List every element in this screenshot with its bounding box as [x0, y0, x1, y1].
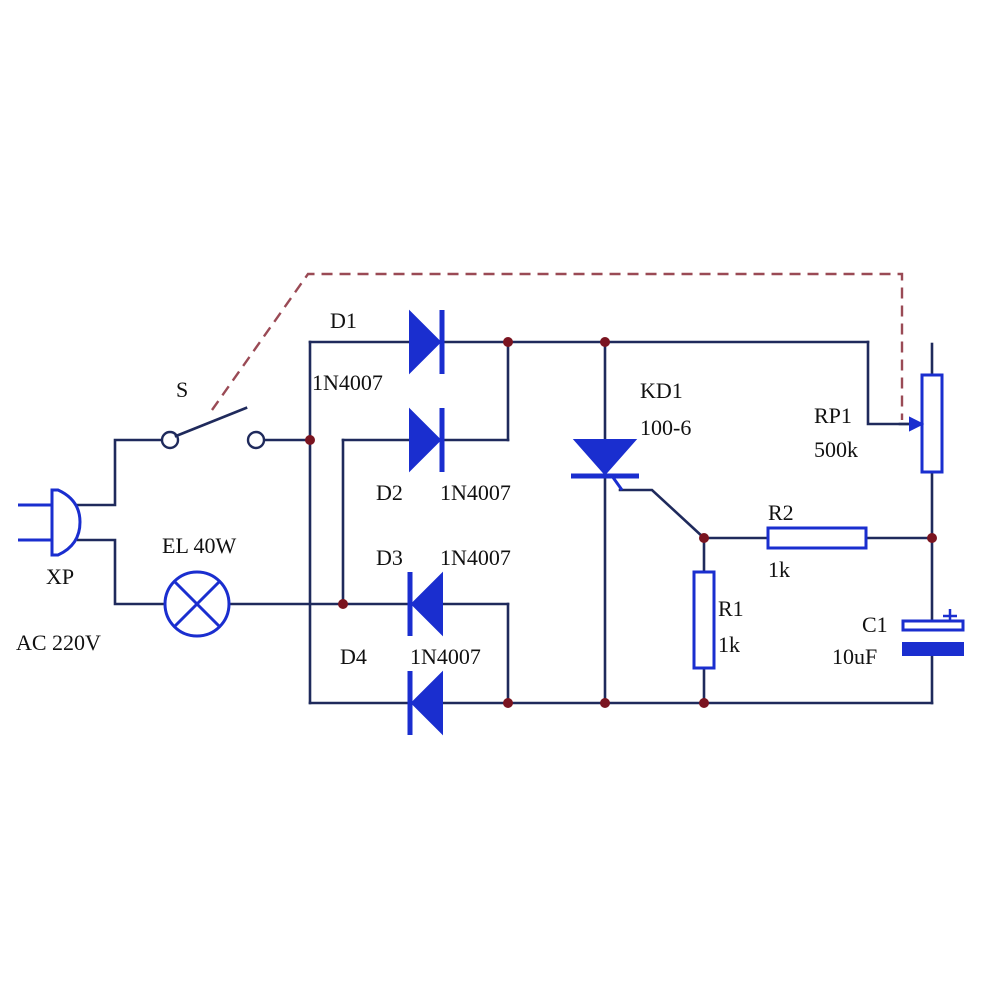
wires	[76, 340, 934, 705]
diode-d2	[409, 407, 445, 473]
junctions	[305, 337, 937, 708]
diode-d4	[407, 670, 443, 736]
r1-ref: R1	[718, 596, 744, 621]
thyristor-kd1	[571, 439, 639, 491]
lamp-label: EL 40W	[162, 533, 237, 558]
d4-part: 1N4007	[410, 644, 481, 669]
d4-ref: D4	[340, 644, 367, 669]
d2-ref: D2	[376, 480, 403, 505]
junction-dot	[699, 698, 709, 708]
scr-part: 100-6	[640, 415, 691, 440]
junction-dot	[699, 533, 709, 543]
d1-ref: D1	[330, 308, 357, 333]
plug-xp	[18, 488, 82, 557]
switch-s	[160, 406, 266, 450]
junction-dot	[927, 533, 937, 543]
diode-d1	[409, 309, 445, 375]
r1-value: 1k	[718, 632, 740, 657]
r2-ref: R2	[768, 500, 794, 525]
c1-value: 10uF	[832, 644, 877, 669]
resistor-r1	[692, 570, 716, 670]
d3-ref: D3	[376, 545, 403, 570]
plug-label: XP	[46, 564, 74, 589]
resistor-r2	[766, 526, 868, 550]
switch-pot-mechanical-link	[211, 272, 904, 420]
d2-part: 1N4007	[440, 480, 511, 505]
junction-dot	[600, 337, 610, 347]
lamp-el	[163, 570, 231, 638]
junction-dot	[600, 698, 610, 708]
c1-ref: C1	[862, 612, 888, 637]
potentiometer-rp1	[898, 373, 944, 474]
d3-part: 1N4007	[440, 545, 511, 570]
capacitor-c1	[901, 609, 965, 656]
pot-ref: RP1	[814, 403, 852, 428]
junction-dot	[305, 435, 315, 445]
junction-dot	[503, 337, 513, 347]
d1-part: 1N4007	[312, 370, 383, 395]
pot-value: 500k	[814, 437, 858, 462]
junction-dot	[338, 599, 348, 609]
diode-d3	[407, 571, 443, 637]
r2-value: 1k	[768, 557, 790, 582]
switch-label: S	[176, 377, 188, 402]
scr-ref: KD1	[640, 378, 683, 403]
source-label: AC 220V	[16, 630, 101, 655]
junction-dot	[503, 698, 513, 708]
